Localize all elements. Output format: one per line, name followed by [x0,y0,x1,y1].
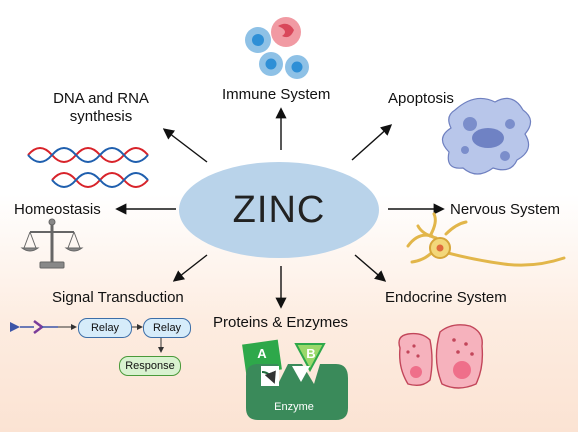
arrow-signal [172,254,208,282]
arrow-endocrine [354,254,387,282]
signal-pathway-graphic [10,320,164,353]
response-box: Response [119,356,181,376]
zinc-center-node: ZINC [179,162,379,258]
label-apoptosis: Apoptosis [388,90,454,107]
relay-box-2: Relay [143,318,191,338]
label-homeostasis: Homeostasis [14,201,101,218]
label-dna-rna: DNA and RNA synthesis [43,90,159,126]
substrate-b-label: B [306,346,316,361]
label-dna-line1: DNA and RNA [53,90,149,107]
label-nervous-system: Nervous System [450,201,561,218]
label-dna-line2: synthesis [69,108,133,125]
arrow-dna [162,128,208,163]
enzyme-graphic [242,339,348,420]
label-proteins-enzymes: Proteins & Enzymes [213,314,349,331]
dna-helix-icon [27,147,149,188]
label-endocrine-system: Endocrine System [385,289,507,306]
label-signal-transduction: Signal Transduction [52,289,184,306]
balance-scale-icon [20,218,84,269]
neuron-icon [406,212,566,267]
relay-box-1: Relay [78,318,132,338]
endocrine-cells-icon [398,324,484,389]
label-immune-system: Immune System [222,86,331,103]
substrate-a-label: A [257,346,267,361]
arrow-apoptosis [351,124,393,161]
apoptosis-cell-icon [441,97,532,175]
enzyme-label: Enzyme [274,401,314,413]
immune-cells-icon [245,17,309,79]
